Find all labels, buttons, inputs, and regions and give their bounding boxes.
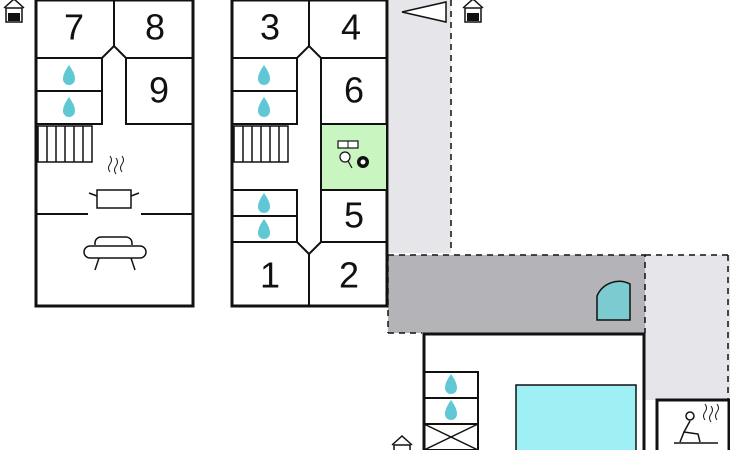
room-number-6: 6 <box>344 70 364 111</box>
whirlpool-door-icon <box>596 280 631 321</box>
room-number-7: 7 <box>64 7 84 48</box>
room-number-4: 4 <box>341 7 361 48</box>
direction-arrow-icon <box>401 1 447 23</box>
house-icon <box>391 435 413 450</box>
stairs-icon <box>233 125 289 163</box>
game-room <box>320 123 388 191</box>
stairs-icon <box>37 125 93 163</box>
sofa-icon <box>83 236 147 271</box>
room-number-3: 3 <box>260 7 280 48</box>
table-tennis-icon <box>337 140 359 169</box>
room-number-9: 9 <box>149 70 169 111</box>
cooking-pot-icon <box>88 155 140 209</box>
pool-house <box>422 332 646 450</box>
side-walkway-area <box>645 255 730 400</box>
house-left: 7 8 9 <box>34 0 195 308</box>
room-number-1: 1 <box>260 255 280 296</box>
walkway-area <box>389 0 451 253</box>
sauna-room <box>655 398 730 450</box>
room-number-8: 8 <box>145 7 165 48</box>
room-number-2: 2 <box>339 255 359 296</box>
house-icon <box>462 0 484 23</box>
swimming-pool <box>515 384 637 450</box>
sauna-icon <box>674 403 719 444</box>
house-icon <box>3 0 25 23</box>
billiard-ball-icon <box>357 156 369 168</box>
room-number-5: 5 <box>344 195 364 236</box>
house-middle: 3 4 6 5 1 2 <box>230 0 389 308</box>
